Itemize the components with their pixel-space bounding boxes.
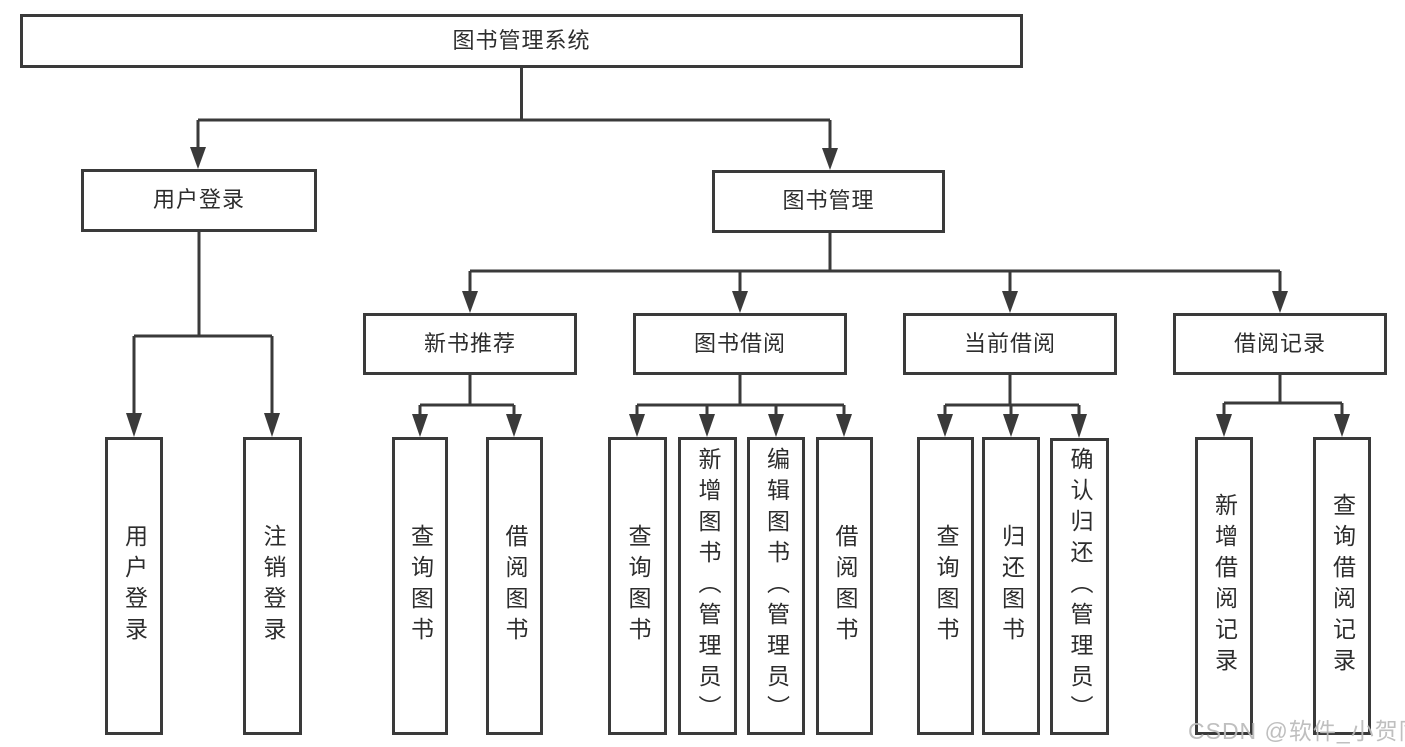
node-book-borrow: 图书借阅: [633, 313, 847, 375]
connector-user-login-children: [126, 232, 280, 437]
leaf-borrow-books-recommend: 借阅图书: [486, 437, 543, 735]
leaf-add-borrow-record: 新增借阅记录: [1195, 437, 1253, 735]
leaf-query-books-current: 查询图书: [917, 437, 974, 735]
node-label: 借阅记录: [1233, 330, 1326, 356]
connector-book-management-children: [462, 233, 1288, 313]
csdn-watermark: CSDN @软件_小贺同学: [1188, 718, 1405, 744]
connector-root-to-level2: [190, 68, 838, 170]
connector-borrow-records-children: [1216, 375, 1350, 437]
node-new-book-recommend: 新书推荐: [363, 313, 577, 375]
node-system-root: 图书管理系统: [20, 14, 1023, 68]
leaf-logout: 注销登录: [243, 437, 302, 735]
node-label: 查询图书: [933, 524, 959, 648]
node-label: 编辑图书（管理员）: [763, 446, 790, 726]
leaf-borrow-books: 借阅图书: [816, 437, 873, 735]
node-label: 用户登录: [121, 524, 148, 648]
leaf-query-borrow-record: 查询借阅记录: [1313, 437, 1371, 735]
node-label: 图书借阅: [693, 330, 786, 356]
node-label: 新增图书（管理员）: [695, 446, 721, 726]
node-label: 查询图书: [407, 524, 434, 648]
node-book-management: 图书管理: [712, 170, 945, 233]
node-label: 借阅图书: [832, 524, 858, 648]
leaf-user-login: 用户登录: [105, 437, 163, 735]
node-label: 借阅图书: [502, 524, 528, 648]
node-user-login: 用户登录: [81, 169, 317, 232]
node-current-borrow: 当前借阅: [903, 313, 1117, 375]
connector-book-borrow-children: [629, 375, 852, 437]
node-label: 确认归还（管理员）: [1067, 447, 1093, 726]
leaf-query-books-recommend: 查询图书: [392, 437, 448, 735]
leaf-return-book: 归还图书: [982, 437, 1040, 735]
node-label: 归还图书: [998, 524, 1025, 648]
leaf-add-book-admin: 新增图书（管理员）: [678, 437, 737, 735]
connector-new-book-children: [412, 375, 522, 437]
node-label: 图书管理系统: [452, 27, 591, 53]
node-label: 新增借阅记录: [1211, 493, 1238, 679]
leaf-confirm-return-admin: 确认归还（管理员）: [1050, 438, 1109, 735]
node-label: 查询图书: [625, 524, 651, 648]
leaf-query-books-borrow: 查询图书: [608, 437, 667, 735]
node-label: 当前借阅: [963, 330, 1056, 356]
leaf-edit-book-admin: 编辑图书（管理员）: [747, 437, 805, 735]
node-borrow-records: 借阅记录: [1173, 313, 1387, 375]
node-label: 用户登录: [152, 187, 245, 213]
node-label: 图书管理: [782, 188, 875, 214]
node-label: 新书推荐: [423, 330, 516, 356]
node-label: 注销登录: [260, 524, 286, 648]
connector-current-borrow-children: [937, 375, 1087, 438]
node-label: 查询借阅记录: [1329, 493, 1356, 679]
